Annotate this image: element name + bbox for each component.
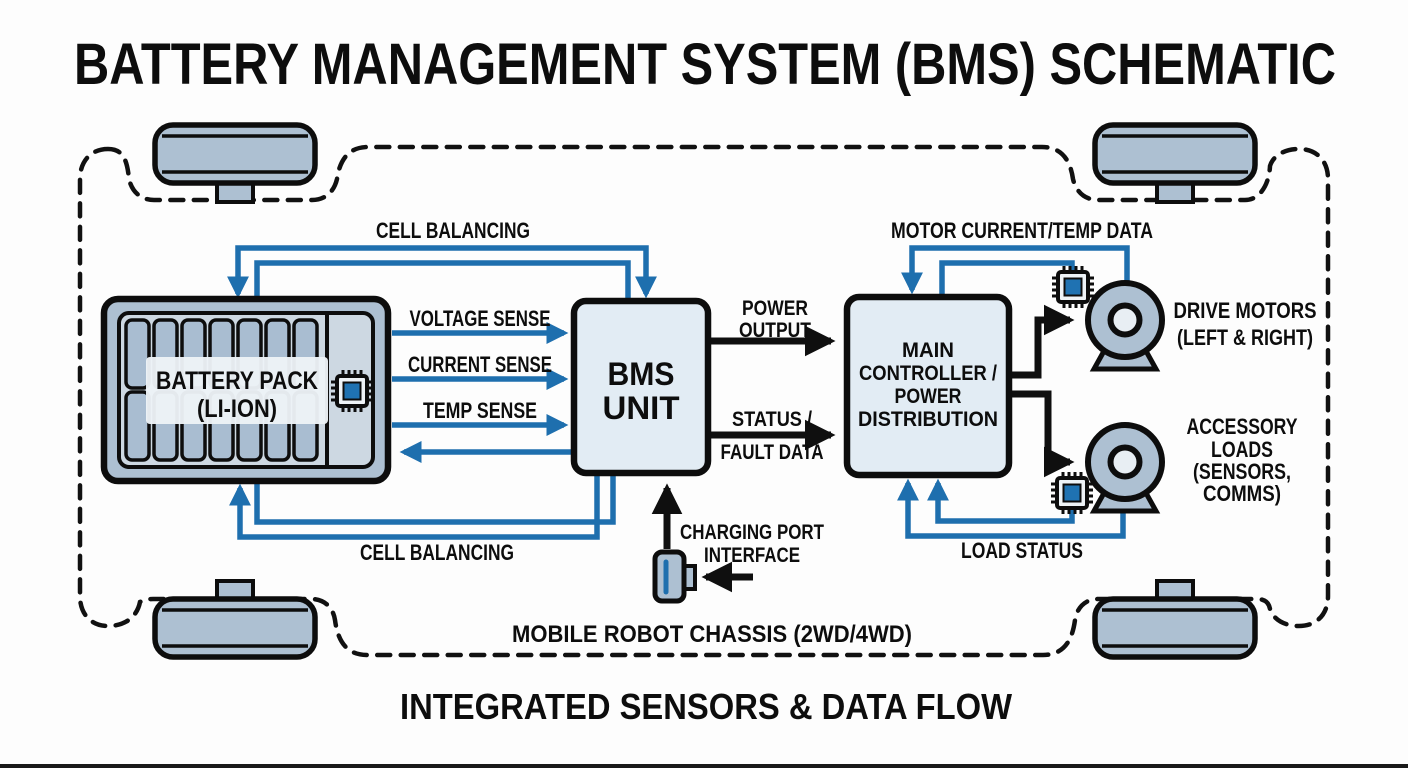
motor-shaft: [1107, 444, 1143, 480]
chassis-label: MOBILE ROBOT CHASSIS (2WD/4WD): [512, 621, 912, 648]
power-to-accessory-arrow: [1009, 390, 1075, 478]
chip-icon: [1049, 470, 1095, 516]
drive-motors-label: (LEFT & RIGHT): [1177, 325, 1313, 350]
cell-balancing-bottom-flow: [229, 474, 600, 540]
status-fault-label: STATUS /: [732, 408, 812, 431]
accessory-loads-label: LOADS: [1211, 437, 1273, 462]
power-output-label: POWER: [742, 297, 808, 320]
controller-label: POWER: [895, 385, 962, 408]
page-subtitle: INTEGRATED SENSORS & DATA FLOW: [400, 686, 1012, 727]
charging-port-label: CHARGING PORT: [680, 521, 824, 544]
wheel-icon: [152, 579, 318, 660]
current-sense-label: CURRENT SENSE: [408, 352, 552, 377]
wheels: [152, 122, 1258, 660]
cell-balancing-top-flow-inner: [254, 260, 631, 300]
main-controller-node: MAIN CONTROLLER / POWER DISTRIBUTION: [843, 293, 1013, 479]
controller-label: CONTROLLER /: [859, 362, 997, 385]
motor-shaft: [1107, 302, 1143, 338]
page-title: BATTERY MANAGEMENT SYSTEM (BMS) SCHEMATI…: [74, 32, 1336, 97]
battery-label: (LI-ION): [197, 395, 277, 423]
wheel-icon: [1092, 122, 1258, 204]
load-status-flow-inner: [927, 478, 1075, 524]
accessory-loads-label: (SENSORS,: [1193, 459, 1291, 484]
bms-label: UNIT: [603, 390, 680, 426]
accessory-load-node: [1049, 422, 1165, 516]
accessory-loads-label: ACCESSORY: [1187, 414, 1298, 439]
load-status-label: LOAD STATUS: [961, 538, 1083, 563]
robot-chassis-outline: [77, 144, 1331, 658]
wheel-icon: [1092, 579, 1258, 660]
voltage-sense-label: VOLTAGE SENSE: [410, 306, 551, 331]
power-to-drive-motors-arrow: [1009, 304, 1075, 379]
wheel-icon: [152, 122, 318, 204]
flow-labels: CELL BALANCING MOTOR CURRENT/TEMP DATA V…: [360, 218, 1317, 567]
battery-label: BATTERY PACK: [156, 367, 318, 395]
charging-port-label: INTERFACE: [704, 544, 800, 567]
accessory-loads-label: COMMS): [1203, 481, 1281, 506]
power-output-label: OUTPUT: [739, 319, 811, 342]
bms-unit-node: BMS UNIT: [570, 297, 712, 477]
black-power-lines: [651, 304, 1075, 593]
cell-balancing-top-label: CELL BALANCING: [376, 218, 530, 243]
bms-label: BMS: [608, 356, 675, 392]
cell-balancing-bottom-flow-inner: [254, 474, 616, 525]
charging-plug-icon: [652, 549, 697, 604]
motor-data-flow: [901, 245, 1130, 295]
chip-icon: [329, 368, 375, 414]
battery-pack-node: BATTERY PACK (LI-ION): [100, 295, 392, 485]
chip-icon: [1050, 264, 1096, 310]
cell-balancing-bottom-label: CELL BALANCING: [360, 540, 514, 565]
status-fault-label: FAULT DATA: [721, 441, 824, 464]
controller-label: DISTRIBUTION: [858, 408, 998, 431]
motor-data-flow-inner: [939, 260, 1075, 296]
motor-data-label: MOTOR CURRENT/TEMP DATA: [891, 218, 1153, 243]
temp-sense-label: TEMP SENSE: [423, 398, 537, 423]
cell-balancing-top-flow: [227, 245, 657, 299]
bottom-edge-strip: [0, 764, 1408, 768]
drive-motors-label: DRIVE MOTORS: [1174, 298, 1317, 323]
drive-motor-node: [1050, 264, 1165, 372]
load-status-flow: [897, 478, 1126, 539]
controller-label: MAIN: [902, 339, 954, 362]
battery-label-plate: [146, 357, 328, 424]
blue-flow-lines: [227, 245, 1130, 540]
